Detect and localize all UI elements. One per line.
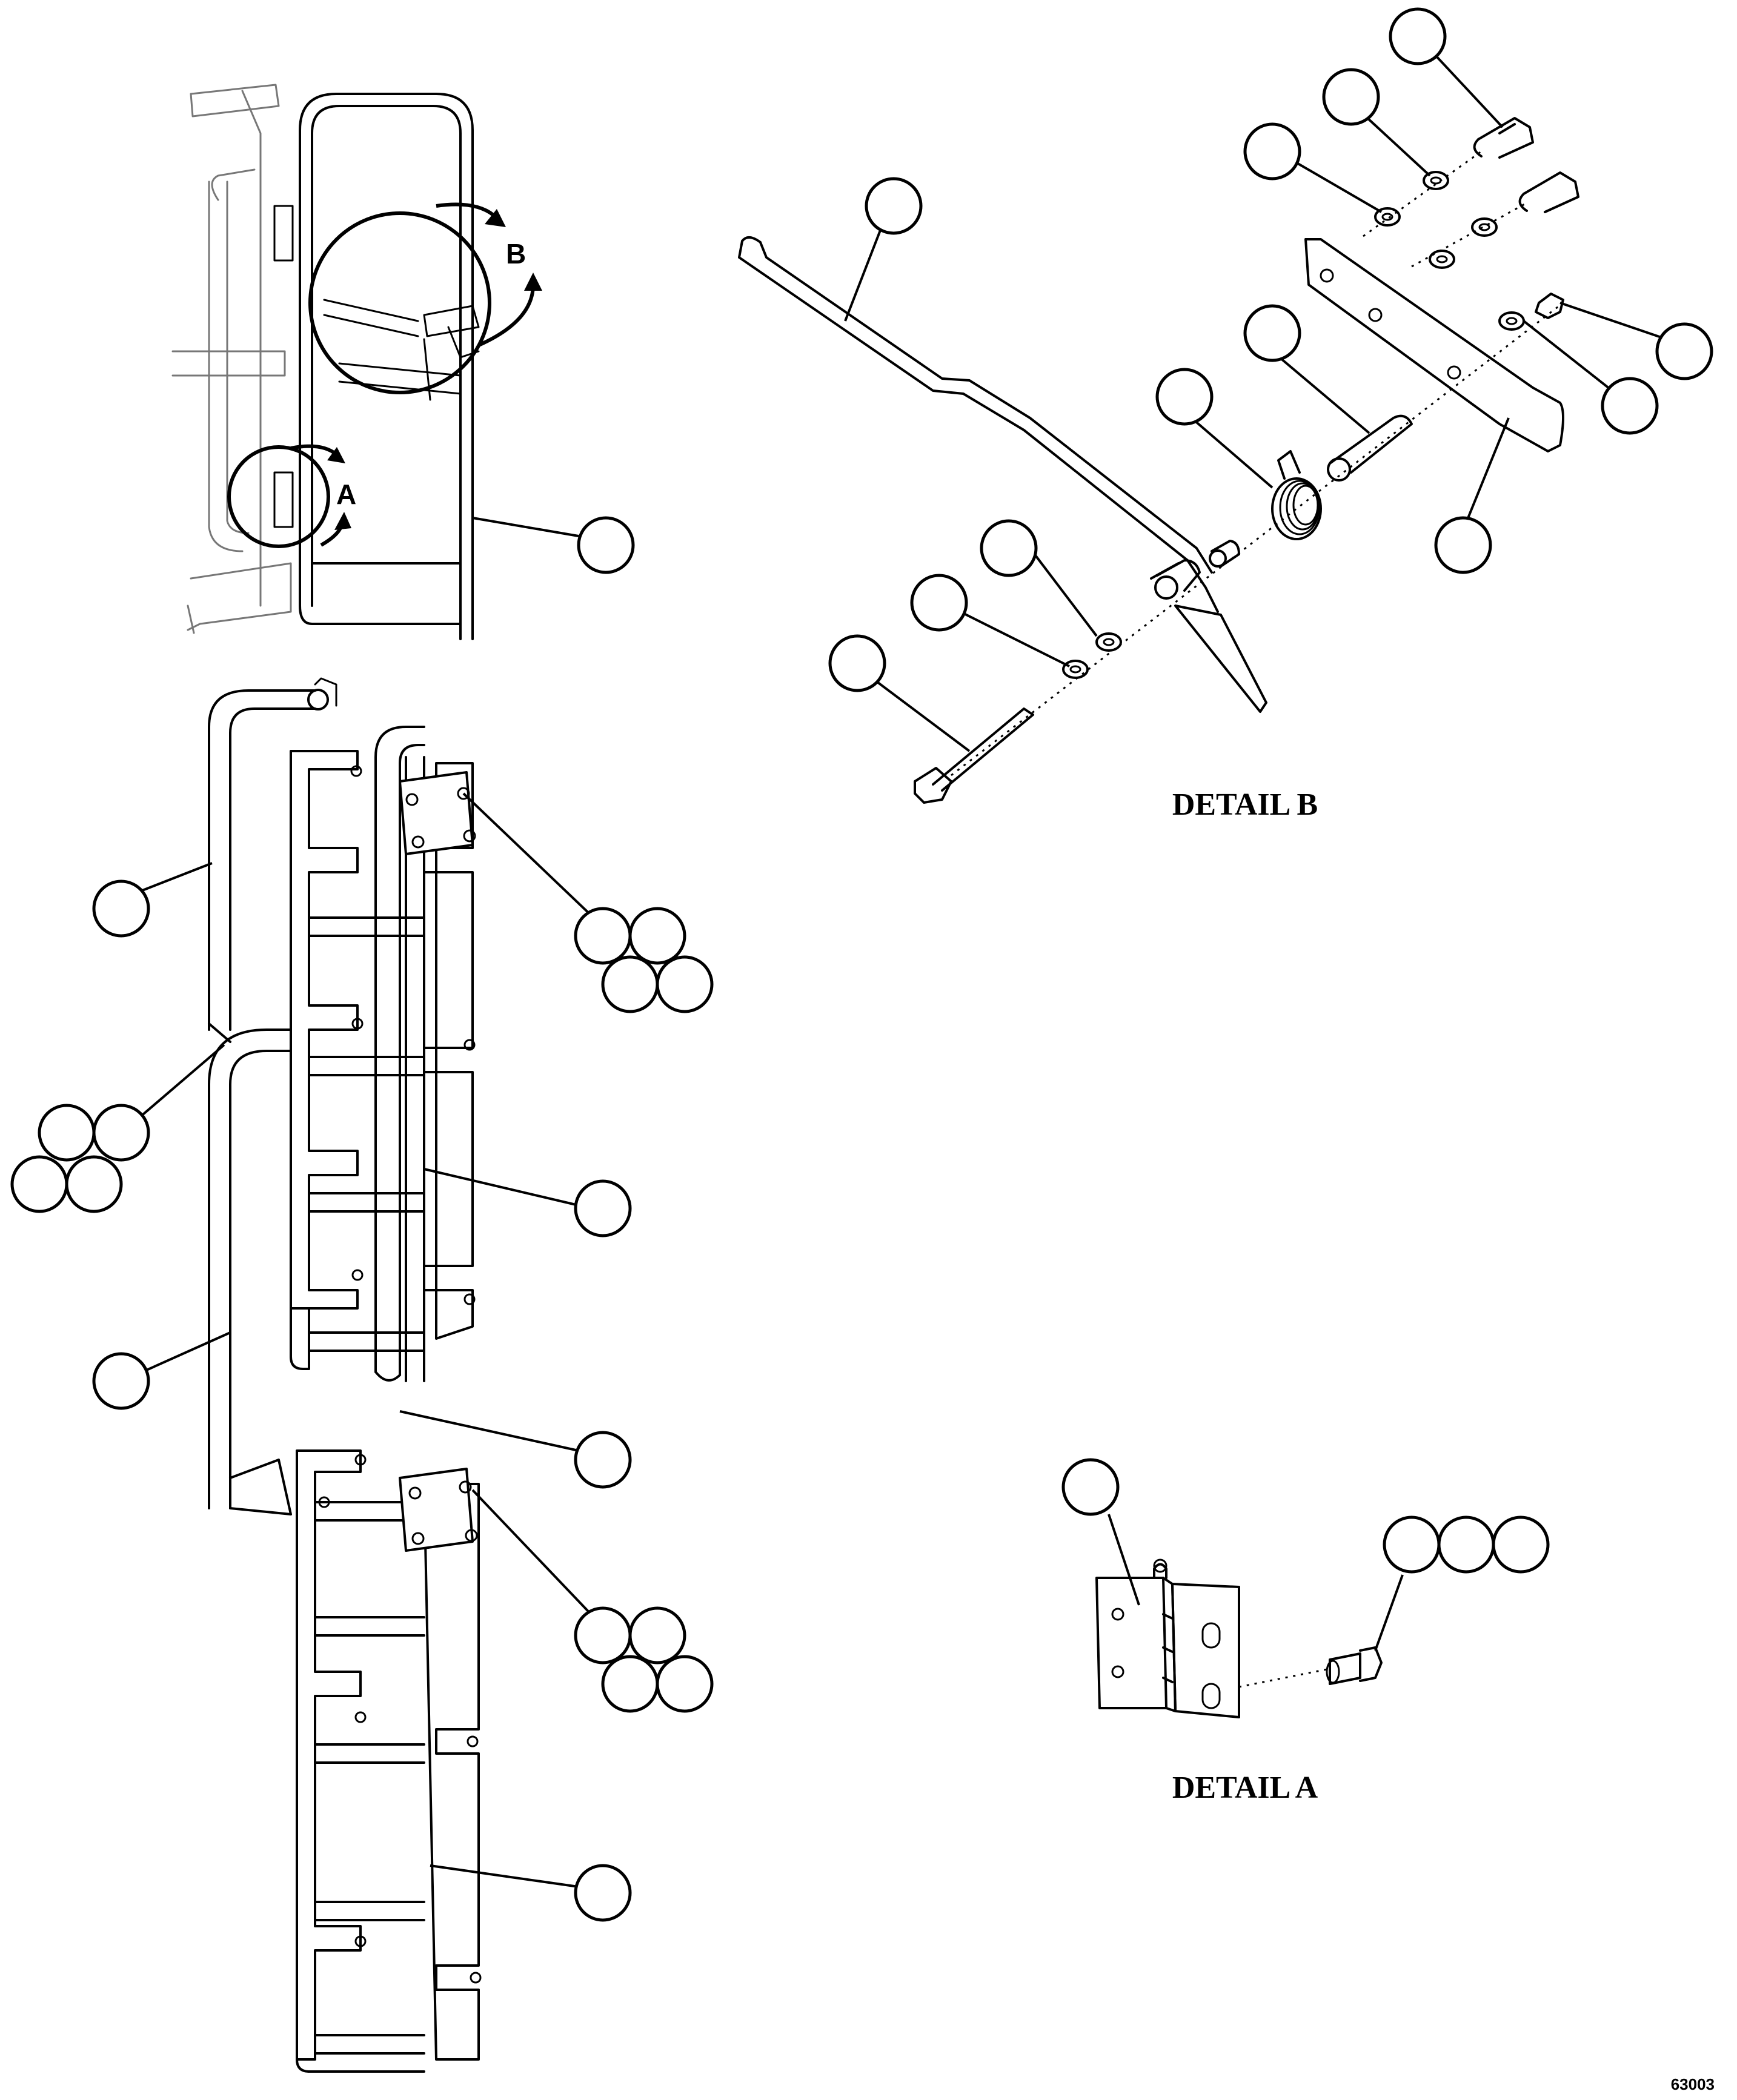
ladder-handrail-outer <box>299 93 474 640</box>
torsion-spring <box>1271 450 1322 540</box>
item-balloon <box>1492 1515 1550 1574</box>
washer-1 <box>1423 171 1449 190</box>
washer-4 <box>1429 250 1455 269</box>
hinge-right-leaf <box>1171 1583 1240 1718</box>
item-balloon <box>65 1155 123 1213</box>
item-balloon <box>1322 68 1380 126</box>
ladder-exploded-view <box>10 677 714 2073</box>
upper-mounting-plate <box>399 771 474 855</box>
item-balloon <box>1601 377 1659 435</box>
figure-number: 63003 <box>1671 2075 1715 2093</box>
ladder-bottom-rail <box>299 604 462 625</box>
item-balloon <box>1243 304 1301 362</box>
item-balloon <box>910 574 968 632</box>
detail-a-magnifier <box>227 445 330 548</box>
item-balloon <box>1383 1515 1441 1574</box>
washer-2 <box>1374 207 1401 227</box>
item-balloon <box>656 955 714 1013</box>
lower-ladder-stringer-right <box>423 1483 480 2061</box>
hex-nut <box>1535 293 1564 319</box>
item-balloon <box>1437 1515 1495 1574</box>
item-balloon <box>577 516 635 574</box>
item-balloon <box>92 1104 150 1162</box>
item-balloon <box>574 907 632 965</box>
ladder-handrail-inner <box>311 105 462 640</box>
overview-view: B A <box>171 84 635 640</box>
detail-b-magnifier <box>308 211 491 401</box>
long-bolt <box>914 707 1034 804</box>
item-balloon <box>92 1352 150 1410</box>
item-balloon <box>38 1104 96 1162</box>
item-balloon <box>1061 1458 1120 1516</box>
upper-bolt <box>1473 117 1534 159</box>
detail-a-title: DETAIL A <box>1172 1770 1318 1805</box>
washer-6 <box>1095 632 1122 652</box>
detail-b-arrow-top <box>436 202 499 220</box>
item-balloon <box>1243 122 1301 181</box>
item-balloon <box>574 1864 632 1922</box>
item-balloon <box>980 519 1038 577</box>
item-balloon <box>1434 516 1492 574</box>
washer-7 <box>1062 660 1089 679</box>
item-balloon <box>628 1606 686 1664</box>
callout-a-letter: A <box>336 479 356 510</box>
item-balloon <box>574 1179 632 1237</box>
item-balloon <box>628 907 686 965</box>
lower-ladder-stringer-left <box>296 1449 362 2061</box>
callout-b-letter: B <box>506 238 526 270</box>
lower-hinge-plate <box>273 471 294 528</box>
item-balloon <box>1155 368 1214 426</box>
washer-5 <box>1498 311 1525 331</box>
item-balloon <box>601 955 659 1013</box>
item-balloon <box>574 1606 632 1664</box>
detail-b-title: DETAIL B <box>1172 787 1318 822</box>
item-balloon <box>1389 7 1447 65</box>
item-balloon <box>574 1431 632 1489</box>
bracket-plate <box>1304 238 1564 452</box>
hinge-left-leaf <box>1095 1577 1167 1709</box>
item-balloon <box>656 1655 714 1713</box>
lower-handrail <box>208 1028 292 1509</box>
item-balloon <box>865 177 923 235</box>
machine-frame-background <box>171 84 292 634</box>
washer-3 <box>1471 217 1498 237</box>
lower-ladder-rungs <box>296 1501 425 2073</box>
hinge-bolt <box>1326 1646 1383 1685</box>
lower-bolt <box>1518 171 1579 213</box>
detail-a-view: DETAIL A <box>1061 1458 1550 1805</box>
lower-mounting-plate <box>399 1468 474 1552</box>
bushing-1 <box>1156 559 1201 592</box>
lever-tab <box>1174 604 1267 713</box>
upper-ladder-stringer-left <box>290 750 359 1310</box>
item-balloon <box>92 879 150 938</box>
upper-handrail <box>208 689 316 1031</box>
detail-b-view: DETAIL B <box>738 7 1713 822</box>
item-balloon <box>828 634 886 692</box>
item-balloon <box>1655 322 1713 380</box>
item-balloon <box>601 1655 659 1713</box>
detail-b-arrow-side <box>477 284 535 347</box>
pin <box>1329 414 1413 474</box>
upper-hinge-plate <box>273 205 294 262</box>
item-balloon <box>10 1155 68 1213</box>
lever-arm <box>738 240 1219 613</box>
